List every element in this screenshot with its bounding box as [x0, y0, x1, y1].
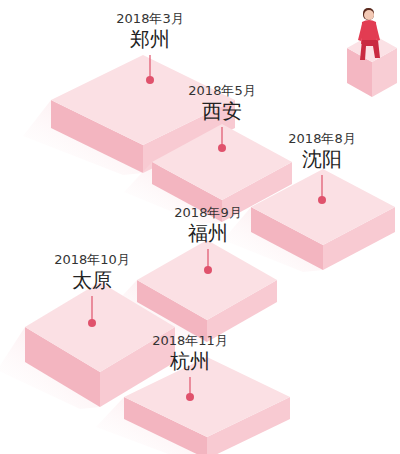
- marker-dot: [88, 319, 96, 327]
- date-label: 2018年11月: [152, 334, 228, 349]
- city-label: 太原: [72, 269, 112, 292]
- block-top: [137, 240, 277, 320]
- marker-dot: [146, 76, 154, 84]
- city-label: 杭州: [170, 350, 210, 373]
- city-label: 郑州: [130, 28, 170, 51]
- date-label: 2018年5月: [188, 84, 255, 99]
- stair-block: 2018年8月沈阳: [221, 132, 397, 272]
- marker-dot: [318, 196, 326, 204]
- date-label: 2018年10月: [54, 253, 130, 268]
- date-label: 2018年8月: [288, 132, 355, 147]
- city-label: 沈阳: [302, 148, 342, 171]
- marker-dot: [186, 393, 194, 401]
- marker-dot: [218, 144, 226, 152]
- marker-dot: [204, 266, 212, 274]
- block-top: [25, 282, 175, 372]
- block-top: [152, 124, 292, 200]
- date-label: 2018年9月: [174, 206, 241, 221]
- city-label: 福州: [188, 222, 228, 245]
- city-label: 西安: [202, 100, 242, 123]
- stair-block: 2018年11月杭州: [94, 334, 292, 454]
- block-top: [251, 169, 395, 245]
- date-label: 2018年3月: [116, 12, 183, 27]
- leader-line: [91, 296, 92, 323]
